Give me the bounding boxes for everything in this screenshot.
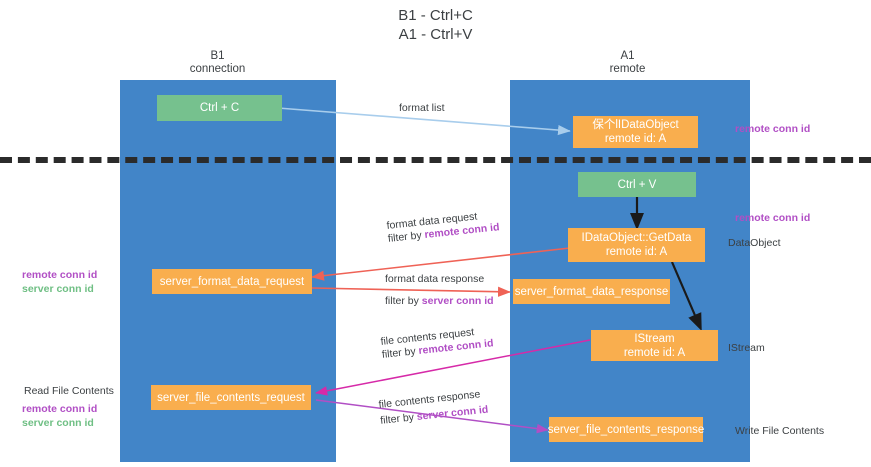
edge-label-format-data-response-text: format data response (385, 273, 485, 285)
note-conn-ids-bottom: remote conn id server conn id (22, 402, 97, 430)
note-conn-ids-bottom-server: server conn id (22, 417, 94, 429)
box-ctrl-c[interactable]: Ctrl + C (157, 95, 282, 121)
lane-a1-role: remote (609, 63, 646, 75)
diagram-title: B1 - Ctrl+C A1 - Ctrl+V (0, 6, 871, 44)
lane-header-b1: B1 connection (155, 50, 280, 76)
note-remote-conn-id-top: remote conn id (735, 123, 811, 135)
box-idataobject-line2: remote id: A (604, 133, 667, 145)
edge-label-format-data-response-filter: filter by server conn id (385, 295, 494, 307)
lane-b1-role: connection (189, 63, 246, 75)
title-line-2: A1 - Ctrl+V (398, 26, 473, 43)
title-line-1: B1 - Ctrl+C (398, 7, 473, 24)
edge-label-file-contents-response: file contents response filter by server … (378, 388, 489, 428)
edge-label-format-data-request: format data request filter by remote con… (386, 208, 500, 246)
box-server-file-contents-response-label: server_file_contents_response (547, 423, 705, 436)
box-idataobject[interactable]: 保个lIDataObject remote id: A (573, 116, 698, 148)
box-idataobject-line1: 保个lIDataObject (592, 119, 679, 131)
box-server-format-data-response-label: server_format_data_response (514, 285, 669, 298)
box-ctrl-v[interactable]: Ctrl + V (578, 172, 696, 197)
note-conn-ids-mid: remote conn id server conn id (22, 268, 97, 296)
edge-label-format-list: format list (399, 102, 445, 115)
lane-b1-name: B1 (210, 50, 225, 62)
note-remote-conn-id-mid: remote conn id (735, 212, 811, 224)
box-istream-line2: remote id: A (623, 346, 686, 359)
note-conn-ids-mid-server: server conn id (22, 283, 94, 295)
box-server-format-data-request-label: server_format_data_request (159, 275, 305, 288)
box-server-file-contents-request-label: server_file_contents_request (157, 391, 305, 404)
note-istream: IStream (728, 342, 765, 354)
box-istream-line1: IStream (634, 332, 675, 345)
box-getdata-line1: IDataObject::GetData (581, 232, 692, 244)
edge-label-file-contents-request: file contents request filter by remote c… (380, 324, 494, 362)
phase-divider (0, 157, 871, 163)
box-server-file-contents-request[interactable]: server_file_contents_request (151, 385, 311, 410)
box-ctrl-v-label: Ctrl + V (617, 178, 657, 191)
edge-label-format-list-text: format list (399, 102, 445, 114)
box-server-format-data-response[interactable]: server_format_data_response (513, 279, 670, 304)
box-server-file-contents-response[interactable]: server_file_contents_response (547, 417, 705, 442)
lane-a1-name: A1 (620, 50, 635, 62)
note-read-file-contents: Read File Contents (24, 385, 114, 397)
box-istream[interactable]: IStream remote id: A (591, 330, 718, 361)
box-getdata[interactable]: IDataObject::GetData remote id: A (568, 228, 705, 262)
box-server-format-data-request[interactable]: server_format_data_request (152, 269, 312, 294)
box-ctrl-c-label: Ctrl + C (199, 102, 240, 114)
lane-header-a1: A1 remote (565, 50, 690, 76)
box-getdata-line2: remote id: A (605, 246, 668, 258)
note-conn-ids-bottom-remote: remote conn id (22, 403, 98, 415)
note-dataobject: DataObject (728, 237, 781, 249)
note-conn-ids-mid-remote: remote conn id (22, 269, 98, 281)
note-write-file-contents: Write File Contents (735, 425, 825, 437)
edge-label-format-data-response: format data response filter by server co… (385, 273, 494, 308)
